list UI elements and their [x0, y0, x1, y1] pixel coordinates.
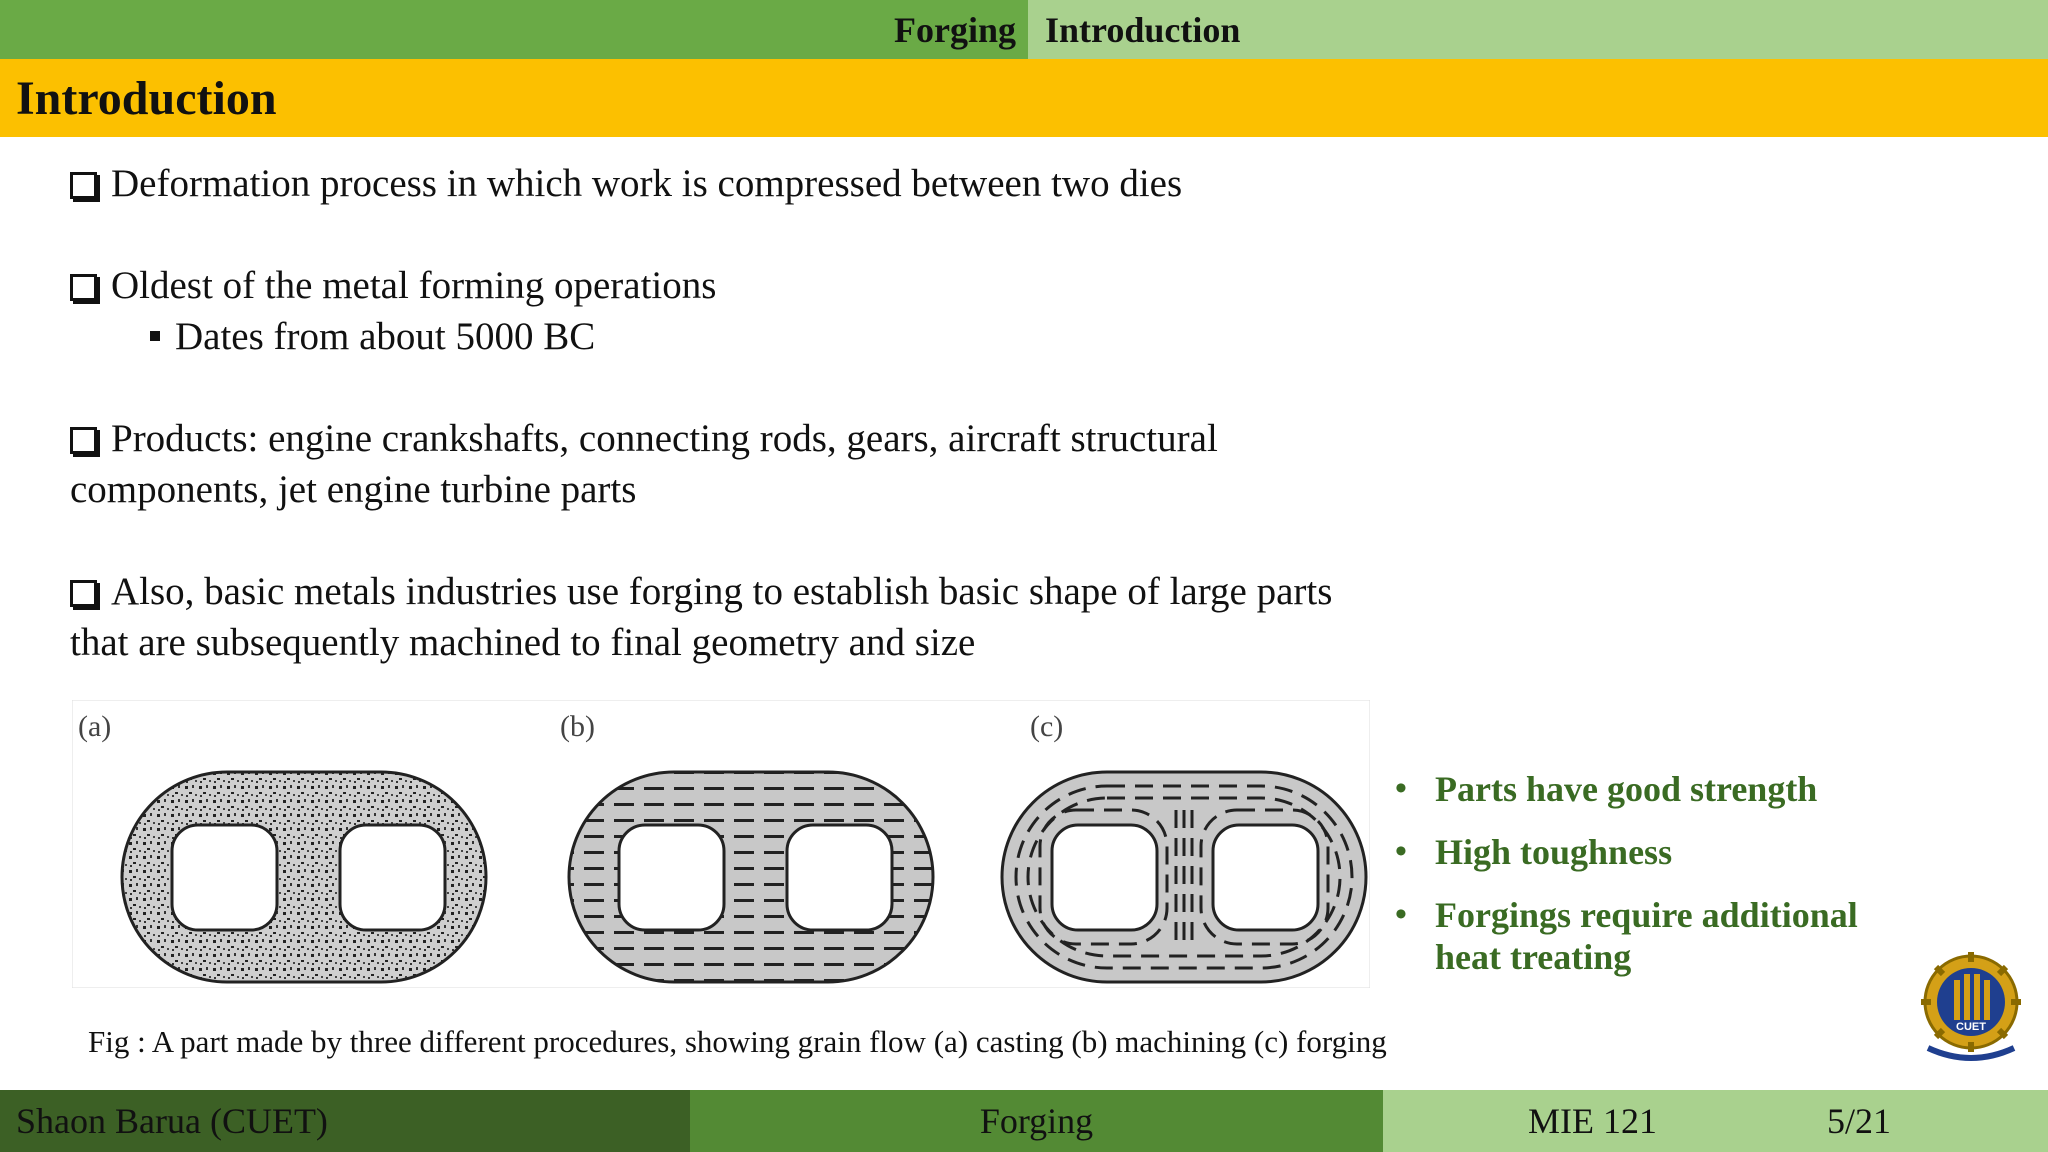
top-navigation: Forging Introduction: [0, 0, 2048, 59]
title-bar: Introduction: [0, 59, 2048, 137]
page-number: 5/21: [1827, 1101, 1892, 1141]
footer-bar: Shaon Barua (CUET) Forging MIE 121 5/21: [0, 1090, 2048, 1152]
cuet-logo: CUET: [1918, 950, 2024, 1070]
callout-item: Parts have good strength: [1395, 768, 1875, 810]
footer-topic: Forging: [690, 1090, 1383, 1152]
figure-label-c: (c): [1030, 710, 1063, 743]
bullet-text: Products: engine crankshafts, connecting…: [111, 417, 1218, 460]
bullet-continuation: that are subsequently machined to final …: [70, 621, 976, 664]
bullet-continuation: components, jet engine turbine parts: [70, 468, 637, 511]
bullet-text: Deformation process in which work is com…: [111, 162, 1183, 205]
sub-bullet-text: Dates from about 5000 BC: [175, 315, 596, 358]
figure-caption: Fig : A part made by three different pro…: [88, 1024, 1387, 1059]
checkbox-bullet-icon: [70, 274, 97, 301]
nav-section[interactable]: Forging: [0, 0, 1028, 59]
nav-subsection-label: Introduction: [1045, 9, 1241, 50]
bullet-list: Deformation process in which work is com…: [70, 158, 1490, 668]
bullet-item: Oldest of the metal forming operations: [70, 260, 1490, 311]
bullet-item: Deformation process in which work is com…: [70, 158, 1490, 209]
part-casting: [120, 770, 488, 984]
footer-right: MIE 121 5/21: [1383, 1090, 2048, 1152]
callout-item: High toughness: [1395, 831, 1875, 873]
bullet-text: Oldest of the metal forming operations: [111, 264, 717, 307]
figure-label-b: (b): [560, 710, 595, 743]
footer-course: MIE 121: [1528, 1101, 1657, 1141]
slide-title: Introduction: [16, 71, 277, 125]
grain-flow-figure: (a) (b) (c): [72, 700, 1370, 988]
square-bullet-icon: [150, 331, 160, 341]
bullet-item: Products: engine crankshafts, connecting…: [70, 413, 1490, 464]
checkbox-bullet-icon: [70, 427, 97, 454]
part-machining: [567, 770, 935, 984]
properties-callout: Parts have good strength High toughness …: [1395, 768, 1875, 999]
bullet-item: Also, basic metals industries use forgin…: [70, 566, 1490, 617]
grain-flow-diagram: (a) (b) (c): [72, 700, 1370, 988]
logo-text: CUET: [1956, 1021, 1986, 1033]
checkbox-bullet-icon: [70, 172, 97, 199]
nav-section-label: Forging: [894, 9, 1016, 50]
footer-author: Shaon Barua (CUET): [0, 1090, 690, 1152]
nav-subsection[interactable]: Introduction: [1028, 0, 2048, 59]
sub-bullet-item: Dates from about 5000 BC: [150, 311, 1490, 362]
part-forging: [1000, 770, 1368, 984]
figure-label-a: (a): [78, 710, 111, 743]
callout-item: Forgings require additional heat treatin…: [1395, 894, 1875, 978]
checkbox-bullet-icon: [70, 580, 97, 607]
bullet-text: Also, basic metals industries use forgin…: [111, 570, 1333, 613]
